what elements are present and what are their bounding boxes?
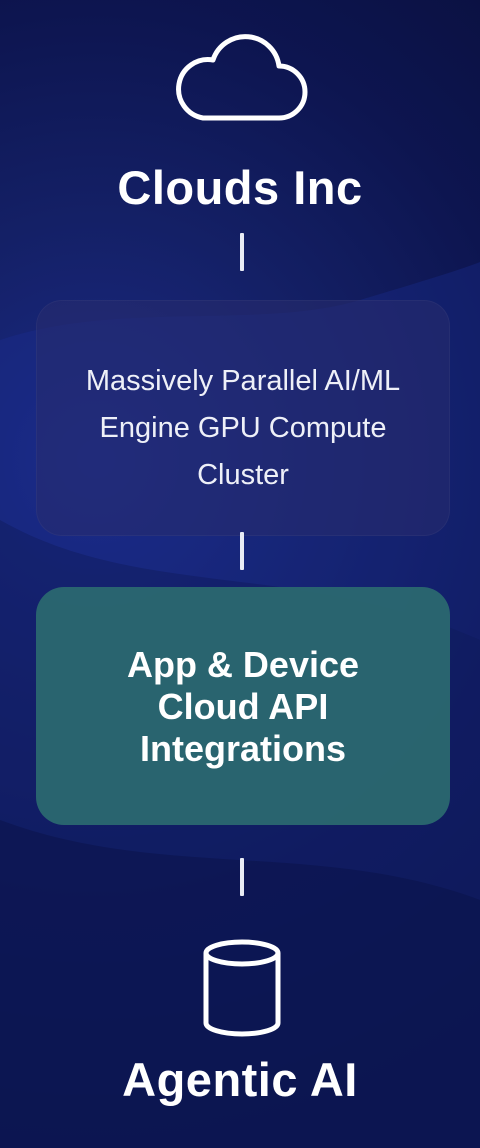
api-line-3: Integrations xyxy=(139,728,346,769)
database-icon xyxy=(203,939,281,1037)
api-line-1: App & Device xyxy=(126,644,360,685)
compute-line-2: Engine GPU Compute xyxy=(99,412,387,444)
bottom-node-title: Agentic AI xyxy=(122,1053,358,1106)
connector-line-bottom xyxy=(240,858,244,896)
connector-line-top xyxy=(240,233,244,271)
compute-cluster-box xyxy=(36,300,450,536)
api-integrations-box xyxy=(36,587,450,825)
api-integrations-label: App & Device Cloud API Integrations xyxy=(36,644,450,770)
connector-line-middle xyxy=(240,532,244,570)
compute-line-3: Cluster xyxy=(197,459,289,491)
cloud-icon xyxy=(176,34,308,121)
api-line-2: Cloud API xyxy=(157,686,329,727)
compute-cluster-label: Massively Parallel AI/ML Engine GPU Comp… xyxy=(36,358,450,499)
top-node-title: Clouds Inc xyxy=(117,161,363,214)
compute-line-1: Massively Parallel AI/ML xyxy=(85,365,401,397)
